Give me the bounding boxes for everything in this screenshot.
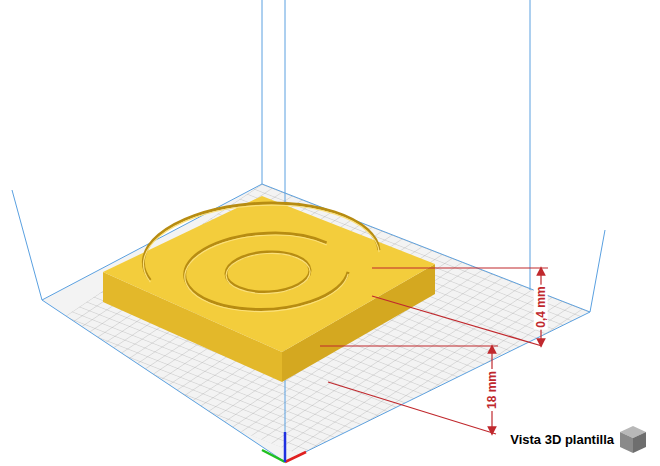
dimension-leaders (320, 268, 548, 434)
build-volume (12, 0, 605, 462)
build-plate (21, 184, 590, 466)
template-plate (103, 196, 435, 382)
dimension-label: 0,4 mm (534, 284, 548, 329)
dimension-label: 18 mm (485, 369, 499, 411)
cube-icon (620, 426, 646, 453)
view-caption: Vista 3D plantilla (510, 432, 614, 447)
axes-gizmo (262, 432, 306, 462)
